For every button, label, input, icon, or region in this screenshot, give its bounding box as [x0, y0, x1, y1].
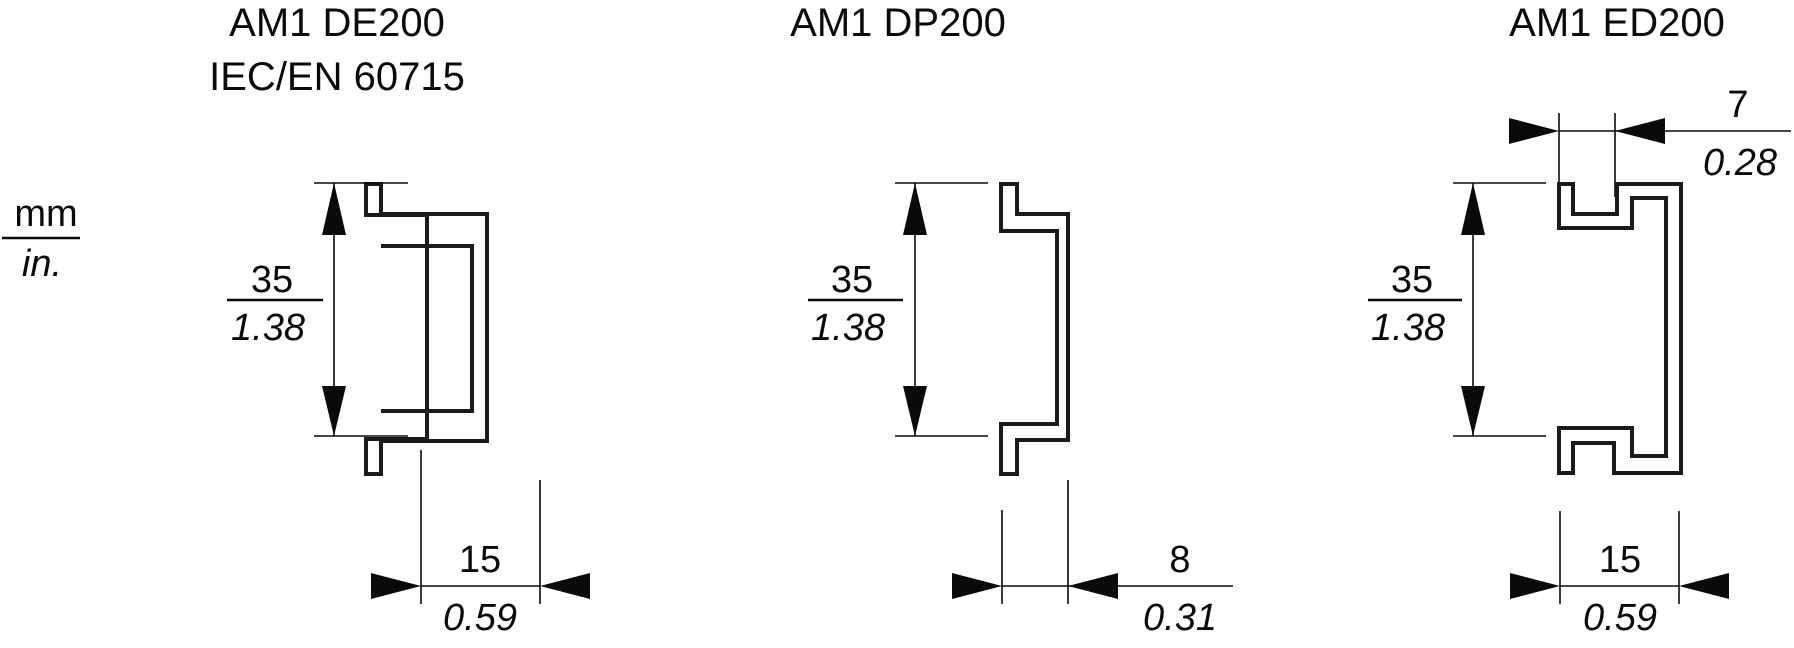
arrow-right-icon — [1510, 573, 1560, 599]
arrow-left-icon — [1068, 573, 1118, 599]
arrow-down-icon — [322, 386, 346, 436]
rail-de200-profile-inner — [381, 244, 474, 413]
rail-ed200-slot-in: 0.28 — [1703, 142, 1777, 184]
arrow-up-icon — [1461, 183, 1485, 235]
arrow-up-icon — [322, 183, 346, 235]
rail-ed200-width-in: 0.59 — [1583, 597, 1657, 639]
rail-dp200-depth-mm: 8 — [1169, 539, 1190, 581]
arrow-right-icon — [1509, 118, 1559, 144]
rail-ed200-height-mm: 35 — [1391, 259, 1433, 301]
arrow-left-icon — [1615, 118, 1665, 144]
unit-mm: mm — [14, 193, 77, 235]
rail-de200-height-in: 1.38 — [231, 307, 305, 349]
rail-de200-title: AM1 DE200 — [229, 1, 445, 45]
rail-dp200-height-in: 1.38 — [811, 307, 885, 349]
rail-de200-standard: IEC/EN 60715 — [209, 55, 465, 99]
rail-ed200-slot-mm: 7 — [1727, 84, 1748, 126]
arrow-right-icon — [952, 573, 1002, 599]
rail-de200: AM1 DE200 IEC/EN 60715 35 1.38 15 0.59 — [209, 1, 590, 639]
arrow-right-icon — [371, 573, 421, 599]
rail-de200-width-in: 0.59 — [443, 597, 517, 639]
rail-ed200-profile — [1557, 182, 1683, 475]
rail-dp200-profile — [999, 182, 1070, 476]
arrow-down-icon — [1461, 386, 1485, 436]
rail-de200-width-mm: 15 — [459, 539, 501, 581]
arrow-left-icon — [540, 573, 590, 599]
rail-dp200-depth-in: 0.31 — [1143, 597, 1217, 639]
rail-dp200-title: AM1 DP200 — [790, 1, 1006, 45]
rail-ed200-width-mm: 15 — [1599, 539, 1641, 581]
arrow-left-icon — [1679, 573, 1729, 599]
rail-dp200-height-mm: 35 — [831, 259, 873, 301]
rail-de200-profile — [364, 182, 489, 476]
rail-dp200: AM1 DP200 35 1.38 8 0.31 — [790, 1, 1233, 639]
units-legend: mm in. — [2, 193, 80, 285]
rail-ed200-title: AM1 ED200 — [1509, 1, 1725, 45]
rail-ed200-height-in: 1.38 — [1371, 307, 1445, 349]
rail-ed200: AM1 ED200 7 0.28 35 1.38 15 0.59 — [1368, 1, 1791, 639]
unit-in: in. — [22, 243, 62, 285]
rail-de200-height-mm: 35 — [251, 259, 293, 301]
arrow-down-icon — [903, 386, 927, 436]
arrow-up-icon — [903, 183, 927, 235]
